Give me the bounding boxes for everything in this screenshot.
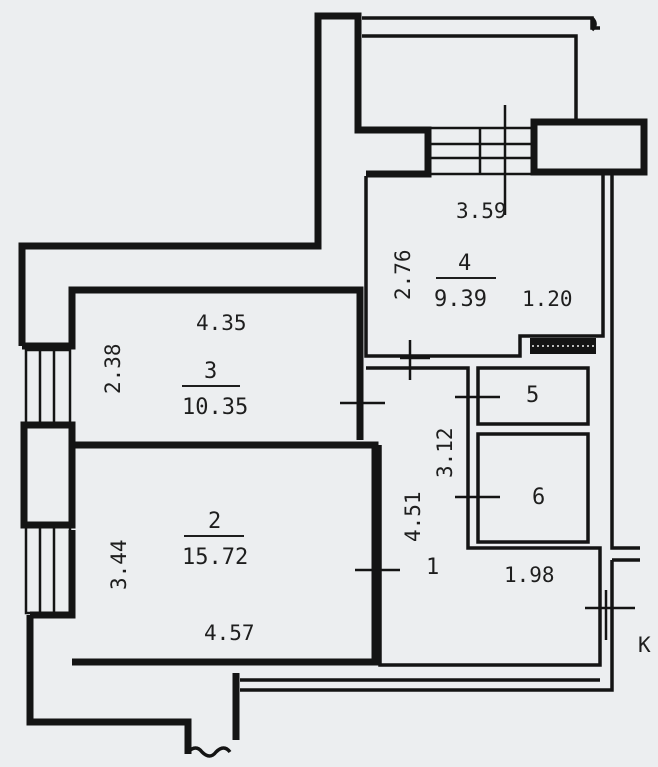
- wall-room3-frame: [22, 286, 364, 440]
- window-room3: [24, 348, 72, 426]
- break-mark-bottom: [186, 746, 232, 758]
- wall-room2-frame: [30, 530, 76, 619]
- window-room2: [24, 525, 72, 615]
- room-5-number: 5: [526, 383, 539, 408]
- wall-room6: [476, 432, 590, 544]
- radiator-icon: [530, 338, 596, 354]
- outer-walls: [18, 12, 648, 754]
- dim-3-12: 3.12: [433, 427, 457, 478]
- room-1-number: 1: [426, 555, 439, 580]
- room-3-number: 3: [204, 359, 217, 384]
- dim-2-38: 2.38: [101, 343, 125, 394]
- room-2-number: 2: [208, 509, 221, 534]
- dim-4-57: 4.57: [204, 621, 255, 645]
- dim-4-35: 4.35: [196, 311, 247, 335]
- room-4-number: 4: [458, 251, 471, 276]
- dim-1-98: 1.98: [504, 563, 555, 587]
- marker-k: K: [638, 633, 651, 657]
- room-3-area: 10.35: [182, 395, 248, 420]
- break-mark-top: [590, 16, 597, 32]
- door-marks: [340, 105, 635, 640]
- room-4-area: 9.39: [434, 287, 487, 312]
- wall-west-lower: [26, 615, 192, 754]
- dim-3-44: 3.44: [107, 539, 131, 590]
- room-6-number: 6: [532, 485, 545, 510]
- wall-room2-south: [72, 441, 379, 666]
- wall-room4-east: [364, 172, 605, 358]
- wall-east-bottom: [240, 560, 614, 692]
- windows: [24, 126, 536, 615]
- wall-north-west: [18, 12, 432, 346]
- wall-east-right: [610, 172, 640, 550]
- dim-1-20: 1.20: [522, 287, 573, 311]
- dim-3-59: 3.59: [456, 199, 507, 223]
- wall-top-corridor: [362, 16, 600, 30]
- room-2-area: 15.72: [182, 545, 248, 570]
- dim-2-76: 2.76: [391, 249, 415, 300]
- wall-corridor: [366, 366, 602, 667]
- wall-top-inner: [362, 34, 578, 122]
- dim-4-51: 4.51: [401, 491, 425, 542]
- interior-walls: [186, 16, 640, 758]
